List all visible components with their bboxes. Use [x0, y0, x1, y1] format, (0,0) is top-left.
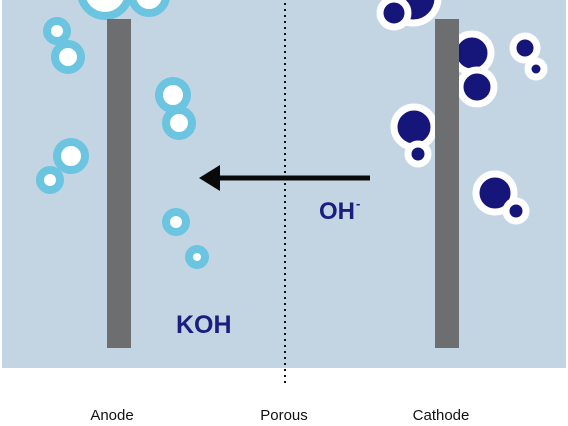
cathode-electrode: [435, 19, 459, 348]
anode-bubble: [162, 106, 196, 140]
anode-bubble: [53, 138, 89, 174]
hydroxide-charge: -: [356, 196, 361, 211]
anode-bubble: [128, 0, 170, 17]
cathode-bubble: [509, 32, 541, 64]
hydroxide-ion-text: OH: [319, 198, 355, 225]
anode-bubble: [185, 245, 209, 269]
hydroxide-migration-arrow: [199, 165, 370, 191]
cathode-bubble: [390, 103, 438, 151]
anode-bubbles: [36, 0, 209, 269]
hydroxide-ion-label: OH-: [319, 196, 360, 226]
anode-bubble: [78, 0, 132, 20]
anode-bubble: [43, 17, 71, 45]
porous-label: Porous: [260, 407, 308, 424]
anode-bubble: [155, 77, 191, 113]
anode-bubble: [51, 40, 85, 74]
anode-label: Anode: [90, 407, 134, 424]
cathode-bubble: [404, 140, 432, 168]
cathode-bubble: [502, 197, 530, 225]
cathode-bubbles: [376, 0, 548, 225]
cathode-label: Cathode: [412, 407, 470, 424]
cathode-bubble: [456, 66, 498, 108]
anode-bubble: [162, 208, 190, 236]
anode-electrode: [107, 19, 131, 348]
cathode-bubble: [472, 170, 518, 216]
anode-bubble: [36, 166, 64, 194]
electrolyte-label: KOH: [176, 311, 232, 339]
cathode-bubble: [524, 57, 548, 81]
cathode-bubble: [376, 0, 412, 31]
arrow-head-icon: [199, 165, 220, 191]
